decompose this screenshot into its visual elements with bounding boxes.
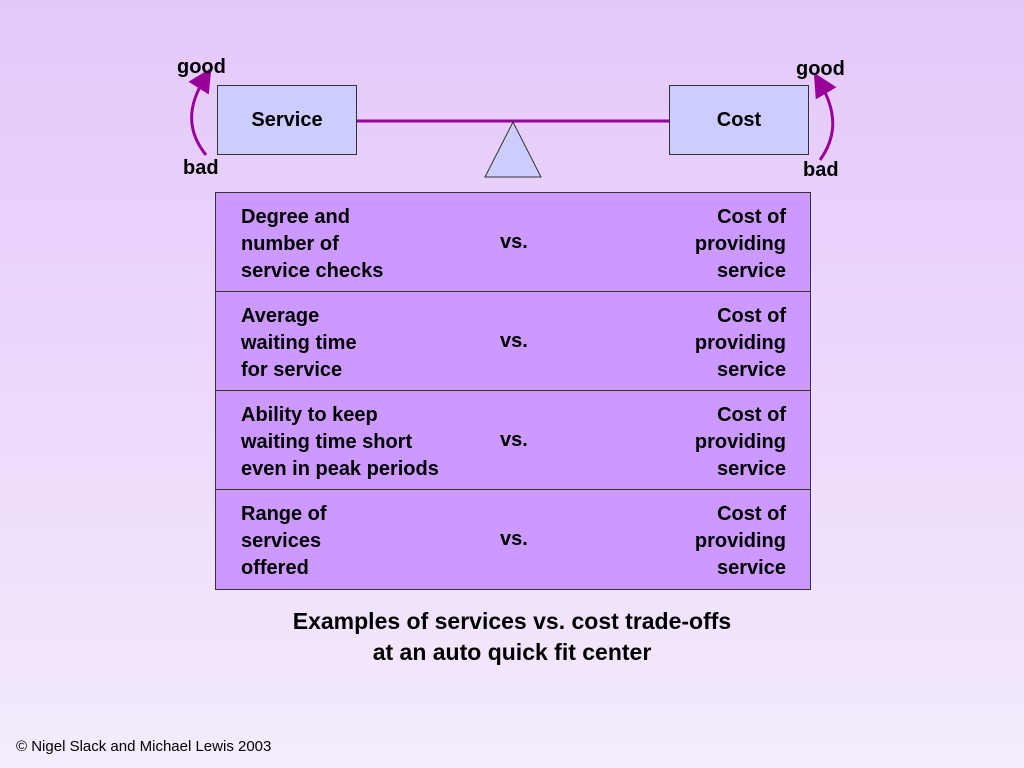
left-bad-label: bad bbox=[183, 157, 219, 179]
cost-aspect: Cost of providing service bbox=[694, 503, 786, 579]
versus-label: vs. bbox=[500, 330, 528, 352]
tradeoff-row: Degree and number of service checks vs. … bbox=[216, 193, 810, 292]
service-box: Service bbox=[217, 85, 357, 155]
left-good-bad-arrow bbox=[188, 67, 212, 156]
service-aspect: Ability to keep waiting time short even … bbox=[241, 404, 439, 480]
versus-label: vs. bbox=[500, 528, 528, 550]
right-good-label: good bbox=[796, 58, 845, 80]
tradeoff-table: Degree and number of service checks vs. … bbox=[215, 192, 811, 590]
tradeoff-row: Range of services offered vs. Cost of pr… bbox=[216, 490, 810, 588]
cost-aspect: Cost of providing service bbox=[694, 206, 786, 282]
balance-diagram bbox=[188, 67, 837, 178]
slide-caption: Examples of services vs. cost trade-offs… bbox=[292, 608, 732, 665]
copyright-notice: © Nigel Slack and Michael Lewis 2003 bbox=[16, 738, 272, 755]
service-aspect: Degree and number of service checks bbox=[241, 206, 384, 282]
right-bad-label: bad bbox=[803, 159, 839, 181]
service-aspect: Average waiting time for service bbox=[241, 305, 357, 381]
tradeoff-row: Ability to keep waiting time short even … bbox=[216, 391, 810, 490]
tradeoff-row: Average waiting time for service vs. Cos… bbox=[216, 292, 810, 391]
left-good-label: good bbox=[177, 56, 226, 78]
versus-label: vs. bbox=[500, 231, 528, 253]
cost-aspect: Cost of providing service bbox=[694, 404, 786, 480]
cost-box: Cost bbox=[669, 85, 809, 155]
right-good-bad-arrow bbox=[813, 72, 837, 161]
versus-label: vs. bbox=[500, 429, 528, 451]
cost-aspect: Cost of providing service bbox=[694, 305, 786, 381]
fulcrum-triangle bbox=[484, 120, 542, 178]
service-aspect: Range of services offered bbox=[241, 503, 327, 579]
